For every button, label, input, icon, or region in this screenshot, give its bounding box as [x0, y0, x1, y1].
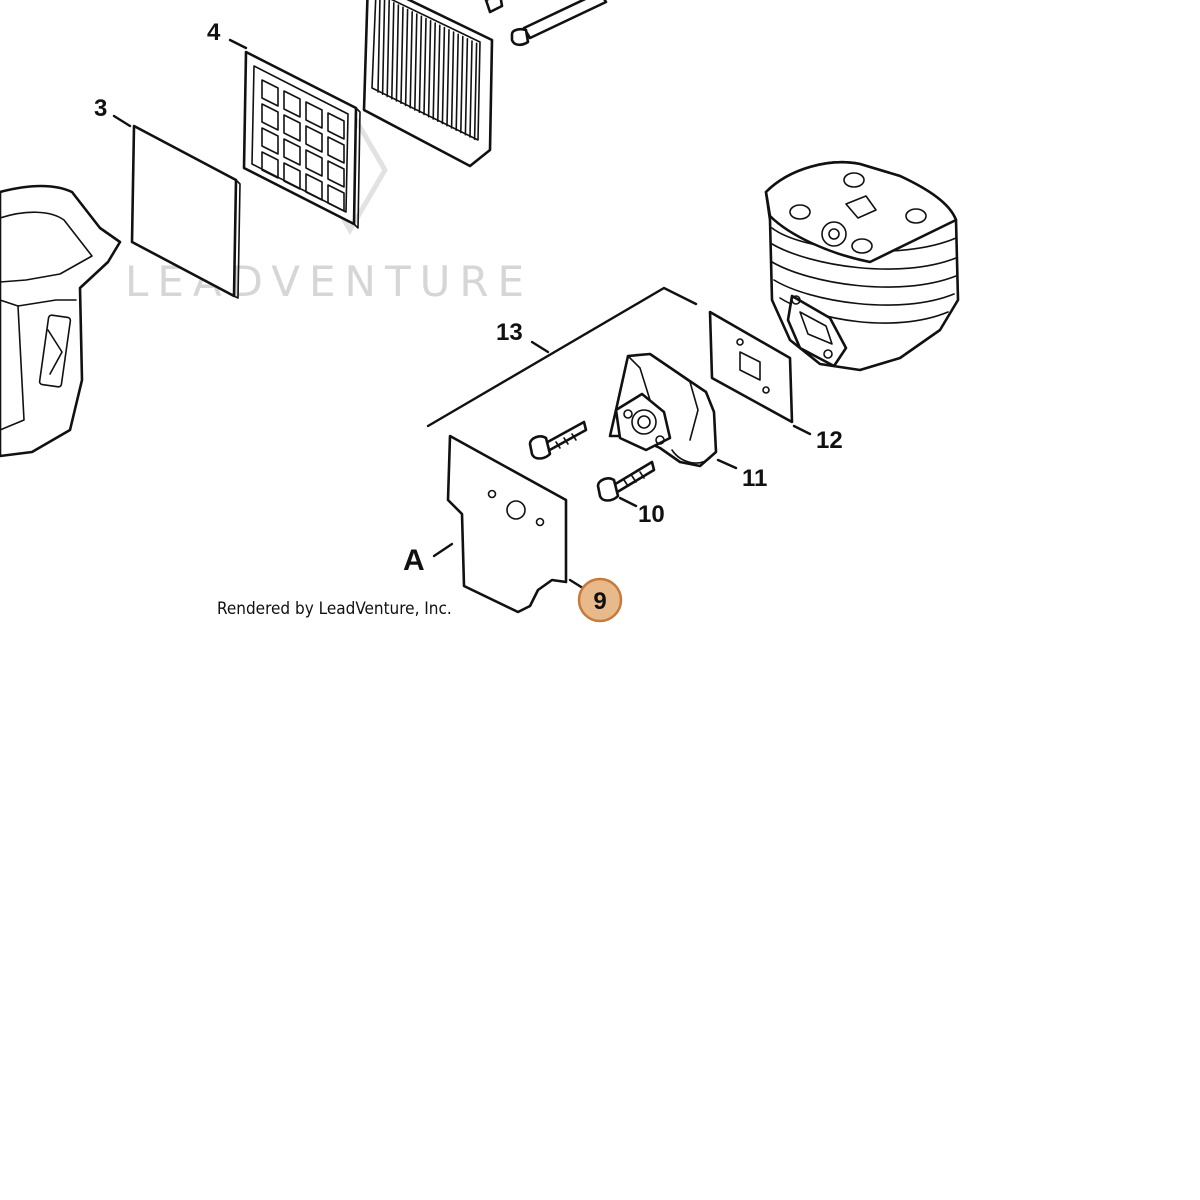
filter-grid-cell: [327, 136, 345, 164]
leader-11: [716, 458, 738, 470]
air-filter-pleat: [473, 42, 478, 141]
filter-grid-cell: [283, 162, 301, 190]
long-screws-part[interactable]: [484, 0, 608, 47]
bracket-13: [426, 286, 698, 428]
air-filter-pleat: [377, 0, 381, 93]
filter-grid-cell: [283, 90, 301, 118]
air-filter-pleat: [446, 28, 450, 127]
filter-grid-cell: [327, 112, 345, 140]
air-filter-pleat: [391, 1, 395, 100]
filter-grid-cell: [261, 151, 279, 179]
callout-11[interactable]: 11: [742, 465, 767, 492]
filter-grid-cells: [261, 79, 345, 212]
view-label-a: A: [403, 544, 425, 577]
filter-grid-part[interactable]: [242, 50, 361, 229]
filter-grid-cell: [305, 149, 323, 177]
air-filter-pleat: [404, 8, 409, 107]
air-filter-pleat: [455, 33, 459, 132]
leader-3: [112, 114, 132, 128]
air-filter-pleat: [469, 40, 473, 138]
air-filter-pleat: [450, 31, 455, 129]
callout-9-badge[interactable]: [577, 577, 623, 623]
leader-a: [432, 542, 454, 558]
heat-shield-part[interactable]: [446, 434, 568, 614]
callout-3[interactable]: 3: [94, 95, 107, 122]
callout-10[interactable]: 10: [638, 501, 665, 528]
air-filter-pleat: [427, 19, 432, 118]
filter-grid-cell: [283, 114, 301, 142]
filter-pad-part[interactable]: [130, 124, 241, 299]
air-filter-pleat: [381, 0, 386, 96]
filter-grid-cell: [261, 103, 279, 131]
shroud-part[interactable]: [0, 184, 122, 458]
leader-10: [618, 496, 638, 508]
air-filter-pleat: [460, 35, 464, 134]
gasket-part[interactable]: [708, 310, 794, 424]
leader-4: [228, 38, 248, 50]
air-filter-pleat: [432, 22, 436, 120]
callout-4[interactable]: 4: [207, 19, 221, 46]
cylinder-part[interactable]: [764, 161, 960, 372]
air-filter-pleat: [409, 10, 413, 109]
air-filter-pleat: [464, 37, 469, 136]
leader-12: [792, 424, 812, 436]
air-filter-pleat: [395, 4, 400, 102]
callout-12[interactable]: 12: [816, 427, 843, 454]
air-filter-pleat: [414, 13, 418, 111]
air-filter-pleat: [437, 24, 441, 123]
filter-grid-cell: [305, 101, 323, 129]
air-filter-pleat: [400, 6, 404, 105]
air-filter-pleat: [441, 26, 446, 125]
filter-grid-cell: [327, 184, 345, 212]
credit-text: Rendered by LeadVenture, Inc.: [217, 599, 452, 619]
callout-9[interactable]: 9: [593, 588, 606, 615]
callout-13[interactable]: 13: [496, 319, 523, 346]
air-filter-pleat: [386, 0, 390, 98]
filter-grid-cell: [261, 127, 279, 155]
air-filter-part[interactable]: [362, 0, 494, 168]
intake-manifold-part[interactable]: [608, 352, 718, 468]
filter-grid-cell: [261, 79, 279, 107]
filter-grid-cell: [305, 125, 323, 153]
filter-grid-cell: [305, 173, 323, 201]
leader-13: [530, 340, 550, 354]
air-filter-pleat: [423, 17, 427, 116]
bolt-part[interactable]: [528, 420, 656, 502]
air-filter-pleat: [418, 15, 423, 114]
filter-grid-cell: [327, 160, 345, 188]
air-filter-pleats: [377, 0, 478, 141]
callout-9-highlight[interactable]: 9: [577, 577, 623, 623]
filter-grid-cell: [283, 138, 301, 166]
